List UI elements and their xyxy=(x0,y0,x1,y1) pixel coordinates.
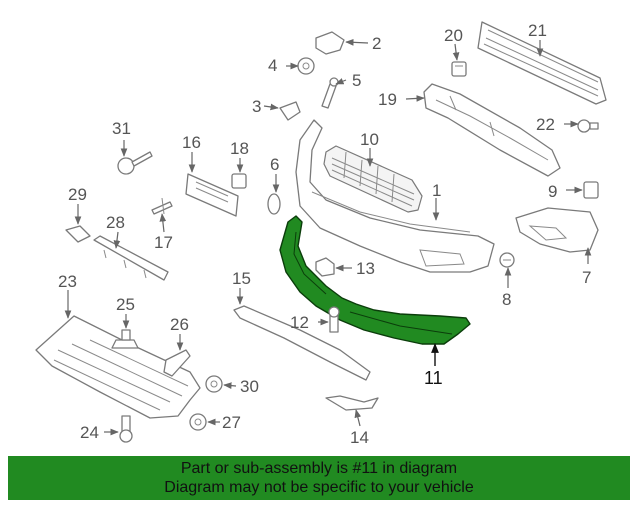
part-22-bolt[interactable] xyxy=(577,119,599,133)
callout-2: 2 xyxy=(372,34,381,53)
callout-4: 4 xyxy=(268,56,277,75)
callout-22: 22 xyxy=(536,115,555,134)
highlighted-part-shape[interactable] xyxy=(279,215,471,345)
callout-24: 24 xyxy=(80,423,99,442)
callout-14: 14 xyxy=(350,428,369,447)
callout-11-highlighted: 11 xyxy=(424,368,443,388)
callout-3: 3 xyxy=(252,97,261,116)
callout-20: 20 xyxy=(444,26,463,45)
callout-7: 7 xyxy=(582,268,591,287)
part-15-deflector[interactable] xyxy=(233,305,371,381)
callout-23: 23 xyxy=(58,272,77,291)
callout-labels: 1 2 3 4 5 6 7 8 9 10 11 12 13 14 15 16 1… xyxy=(58,21,591,447)
callout-8: 8 xyxy=(502,290,511,309)
part-2-bracket[interactable] xyxy=(315,31,345,55)
part-12-bolt[interactable] xyxy=(328,306,340,333)
part-10-grille[interactable] xyxy=(323,145,423,213)
leader-lines xyxy=(64,38,592,436)
parts-diagram: 1 2 3 4 5 6 7 8 9 10 11 12 13 14 15 16 1… xyxy=(35,21,607,447)
info-banner: Part or sub-assembly is #11 in diagram D… xyxy=(8,456,630,500)
part-27-nut[interactable] xyxy=(189,413,207,431)
callout-19: 19 xyxy=(378,90,397,109)
part-20-clip[interactable] xyxy=(451,61,467,77)
callout-18: 18 xyxy=(230,139,249,158)
part-18-clip[interactable] xyxy=(231,173,247,189)
part-14-trim[interactable] xyxy=(325,395,379,411)
part-8-bolt[interactable] xyxy=(499,252,515,268)
part-16-license-bracket[interactable] xyxy=(185,173,239,217)
part-17-pin[interactable] xyxy=(151,197,173,215)
part-23-under-shield[interactable] xyxy=(35,315,201,419)
callout-26: 26 xyxy=(170,315,189,334)
callout-16: 16 xyxy=(182,133,201,152)
part-19-absorber[interactable] xyxy=(423,83,561,177)
part-21-impact-bar[interactable] xyxy=(477,21,607,105)
part-29-bolt[interactable] xyxy=(65,225,91,243)
callout-5: 5 xyxy=(352,71,361,90)
callout-13: 13 xyxy=(356,259,375,278)
part-7-bezel[interactable] xyxy=(515,207,599,253)
callout-31: 31 xyxy=(112,119,131,138)
part-4-nut[interactable] xyxy=(297,57,315,75)
callout-12: 12 xyxy=(290,313,309,332)
callout-10: 10 xyxy=(360,130,379,149)
callout-6: 6 xyxy=(270,155,279,174)
callout-15: 15 xyxy=(232,269,251,288)
part-9-clip[interactable] xyxy=(583,181,599,199)
callout-9: 9 xyxy=(548,182,557,201)
part-26-bracket[interactable] xyxy=(163,349,191,377)
part-13-clip[interactable] xyxy=(315,257,335,277)
banner-line-1: Part or sub-assembly is #11 in diagram xyxy=(180,460,458,477)
callout-17: 17 xyxy=(154,233,173,252)
part-30-nut[interactable] xyxy=(205,375,223,393)
part-31-screw[interactable] xyxy=(117,151,153,175)
callout-21: 21 xyxy=(528,21,547,40)
part-24-bolt[interactable] xyxy=(119,415,133,443)
part-5-pin[interactable] xyxy=(321,77,339,109)
callout-25: 25 xyxy=(116,295,135,314)
banner-line-2: Diagram may not be specific to your vehi… xyxy=(164,479,474,496)
part-6-ring[interactable] xyxy=(267,193,281,215)
part-1-bumper-cover[interactable] xyxy=(295,119,495,273)
callout-29: 29 xyxy=(68,185,87,204)
callout-28: 28 xyxy=(106,213,125,232)
part-28-strip[interactable] xyxy=(93,235,169,281)
callout-30: 30 xyxy=(240,377,259,396)
callout-1: 1 xyxy=(432,181,441,200)
part-3-clip[interactable] xyxy=(279,101,301,121)
callout-27: 27 xyxy=(222,413,241,432)
part-25-clip[interactable] xyxy=(111,329,139,349)
part-11-lower-spoiler[interactable] xyxy=(279,215,471,345)
